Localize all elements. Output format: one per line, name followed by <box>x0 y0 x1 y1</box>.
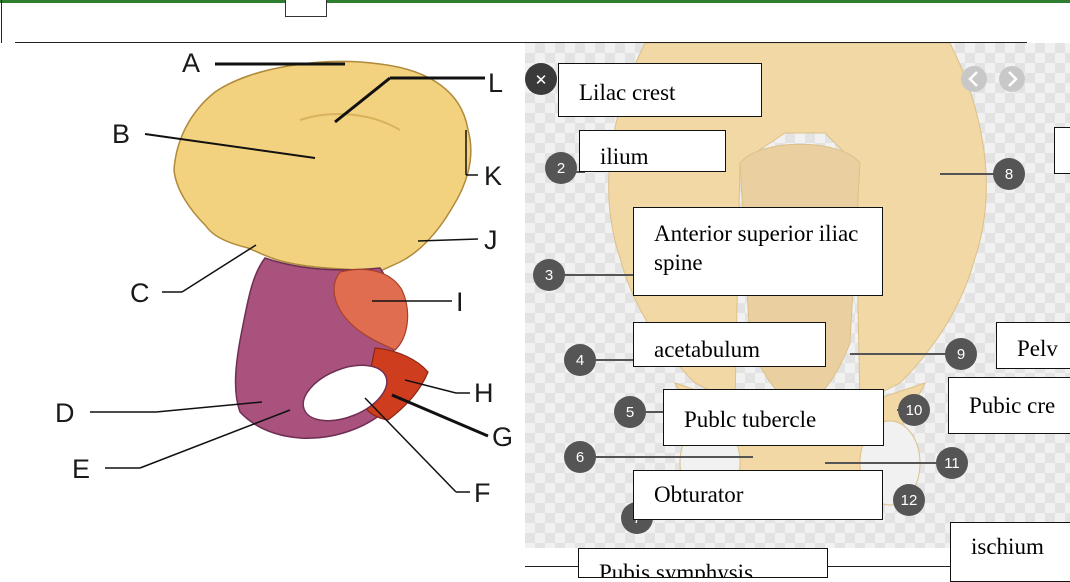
label-asis[interactable]: Anterior superior iliac spine <box>633 207 883 296</box>
svg-text:3: 3 <box>545 267 553 284</box>
label-ischium[interactable]: ischium <box>950 522 1070 582</box>
marker-8[interactable]: 8 <box>993 158 1025 190</box>
chevron-right-icon[interactable] <box>999 66 1025 92</box>
svg-text:11: 11 <box>944 455 960 472</box>
chevron-left-icon[interactable] <box>961 66 987 92</box>
label-pelvis[interactable]: Pelv <box>996 322 1070 369</box>
letter-f: F <box>474 478 491 508</box>
svg-text:8: 8 <box>1005 166 1013 183</box>
letter-j: J <box>484 225 498 255</box>
svg-text:12: 12 <box>901 492 918 509</box>
marker-close[interactable]: ✕ <box>525 63 557 95</box>
label-lilac-crest[interactable]: Lilac crest <box>558 63 762 117</box>
letter-d: D <box>55 398 75 428</box>
letter-e: E <box>72 454 90 484</box>
label-obturator[interactable]: Obturator <box>633 470 883 520</box>
marker-2[interactable]: 2 <box>545 152 577 184</box>
svg-text:10: 10 <box>906 402 923 419</box>
letter-l: L <box>488 68 503 98</box>
label-box-8[interactable] <box>1054 127 1070 174</box>
letter-k: K <box>484 161 502 191</box>
marker-4[interactable]: 4 <box>564 344 596 376</box>
marker-12[interactable]: 12 <box>893 484 925 516</box>
svg-text:2: 2 <box>557 160 565 177</box>
label-pubic-crest[interactable]: Pubic cre <box>948 377 1070 434</box>
marker-3[interactable]: 3 <box>533 259 565 291</box>
marker-5[interactable]: 5 <box>614 396 646 428</box>
svg-text:5: 5 <box>626 404 634 421</box>
letter-h: H <box>474 378 494 408</box>
x-icon[interactable]: ✕ <box>535 72 548 89</box>
label-pubic-tubercle[interactable]: Publc tubercle <box>663 389 884 446</box>
label-ilium[interactable]: ilium <box>579 130 726 172</box>
marker-9[interactable]: 9 <box>945 338 977 370</box>
letter-b: B <box>112 119 130 149</box>
marker-11[interactable]: 11 <box>936 447 968 479</box>
svg-text:9: 9 <box>957 346 965 363</box>
label-acetabulum[interactable]: acetabulum <box>633 322 826 367</box>
window-top-border <box>0 0 1070 3</box>
hip-bone-svg: A L B K J C I D H G E F <box>0 43 525 569</box>
marker-10[interactable]: 10 <box>898 394 930 426</box>
letter-a: A <box>182 48 200 78</box>
label-pubis-symphysis[interactable]: Pubis symphysis <box>578 548 828 578</box>
top-tab-marker <box>285 0 327 17</box>
marker-6[interactable]: 6 <box>564 441 596 473</box>
letter-g: G <box>492 422 513 452</box>
hip-bone-diagram: A L B K J C I D H G E F <box>0 43 525 569</box>
letter-c: C <box>130 278 150 308</box>
svg-text:4: 4 <box>576 352 584 369</box>
svg-text:6: 6 <box>576 449 584 466</box>
letter-i: I <box>456 287 464 317</box>
